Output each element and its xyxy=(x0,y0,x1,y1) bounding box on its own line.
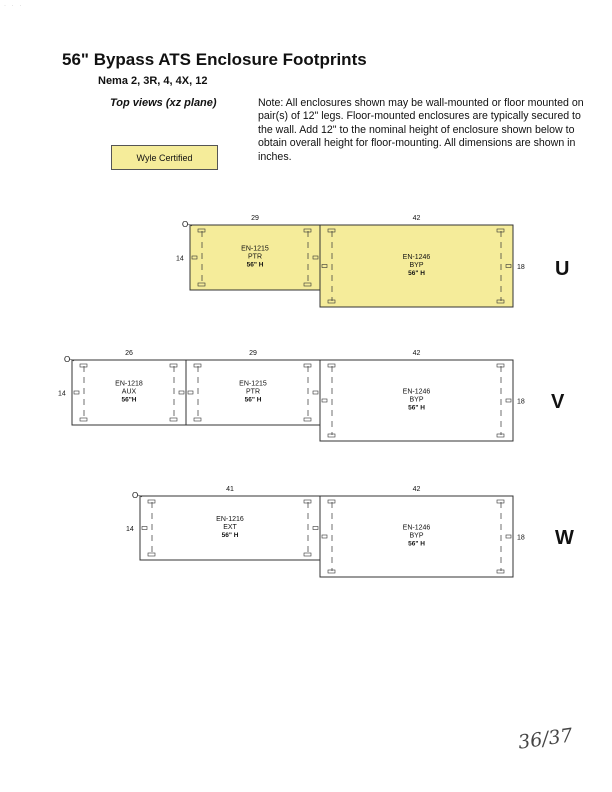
row-label: V xyxy=(551,391,565,413)
mounting-slot xyxy=(193,417,202,422)
side-knockout xyxy=(187,390,194,395)
origin-tick xyxy=(187,223,193,227)
enclosure-type: BYP xyxy=(409,533,423,540)
certification-badge: Wyle Certified xyxy=(111,145,218,170)
mounting-note: Note: All enclosures shown may be wall-m… xyxy=(258,97,584,163)
side-knockout xyxy=(178,390,185,395)
width-dimension: 26 xyxy=(125,350,133,357)
right-depth-dimension: 18 xyxy=(517,535,525,542)
mounting-slot xyxy=(303,552,312,557)
mounting-slot xyxy=(303,228,312,233)
mounting-slot xyxy=(303,363,312,368)
scan-mark: · · · xyxy=(4,3,24,9)
width-dimension: 41 xyxy=(226,486,234,493)
width-dimension: 42 xyxy=(413,486,421,493)
side-knockout xyxy=(505,398,512,403)
mounting-slot xyxy=(169,417,178,422)
mounting-slot xyxy=(193,363,202,368)
enclosure-model: EN-1246 xyxy=(403,389,431,396)
enclosure-model: EN-1246 xyxy=(403,254,431,261)
mounting-slot xyxy=(303,417,312,422)
enclosure-height: 56" H xyxy=(247,262,264,269)
side-knockout xyxy=(312,390,319,395)
mounting-slot xyxy=(327,433,336,438)
left-depth-dimension: 14 xyxy=(58,391,66,398)
mounting-slot xyxy=(496,569,505,574)
width-dimension: 42 xyxy=(413,215,421,222)
right-depth-dimension: 18 xyxy=(517,264,525,271)
mounting-slot xyxy=(303,282,312,287)
enclosure-type: BYP xyxy=(409,397,423,404)
mounting-slot xyxy=(197,282,206,287)
mounting-slot xyxy=(327,569,336,574)
mounting-slot xyxy=(303,499,312,504)
enclosure-model: EN-1216 xyxy=(216,516,244,523)
nema-ratings: Nema 2, 3R, 4, 4X, 12 xyxy=(98,75,208,87)
side-knockout xyxy=(191,255,198,260)
mounting-slot xyxy=(327,499,336,504)
enclosure-outline xyxy=(319,359,514,442)
enclosure-height: 56"H xyxy=(121,397,136,404)
right-depth-dimension: 18 xyxy=(517,399,525,406)
mounting-slot xyxy=(496,499,505,504)
views-label: Top views (xz plane) xyxy=(110,97,217,109)
origin-tick xyxy=(69,358,75,362)
enclosure-model: EN-1215 xyxy=(239,381,267,388)
width-dimension: 29 xyxy=(251,215,259,222)
enclosure-height: 56" H xyxy=(222,532,239,539)
enclosure-outline xyxy=(319,495,514,578)
mounting-slot xyxy=(197,228,206,233)
side-knockout xyxy=(312,526,319,530)
mounting-slot xyxy=(496,228,505,233)
side-knockout xyxy=(321,534,328,539)
side-knockout xyxy=(321,264,328,268)
enclosure-height: 56" H xyxy=(408,541,425,548)
mounting-slot xyxy=(169,363,178,368)
side-knockout xyxy=(312,255,319,260)
side-knockout xyxy=(505,264,512,268)
mounting-slot xyxy=(327,299,336,304)
enclosure-model: EN-1246 xyxy=(403,525,431,532)
enclosure-height: 56" H xyxy=(408,405,425,412)
enclosure-type: BYP xyxy=(409,262,423,269)
enclosure-type: AUX xyxy=(122,389,137,396)
enclosure-model: EN-1215 xyxy=(241,246,269,253)
mounting-slot xyxy=(147,499,156,504)
enclosure-model: EN-1218 xyxy=(115,381,143,388)
enclosure-type: PTR xyxy=(246,389,260,396)
origin-marker: O xyxy=(132,491,138,500)
mounting-slot xyxy=(496,299,505,304)
enclosure-height: 56" H xyxy=(408,270,425,277)
enclosure-type: PTR xyxy=(248,254,262,261)
row-label: W xyxy=(555,527,574,549)
page-title: 56" Bypass ATS Enclosure Footprints xyxy=(62,50,367,69)
enclosure-type: EXT xyxy=(223,524,237,531)
left-depth-dimension: 14 xyxy=(126,526,134,533)
mounting-slot xyxy=(79,417,88,422)
origin-marker: O xyxy=(64,355,70,364)
width-dimension: 42 xyxy=(413,350,421,357)
mounting-slot xyxy=(79,363,88,368)
side-knockout xyxy=(73,390,80,395)
mounting-slot xyxy=(327,363,336,368)
enclosure-outline xyxy=(319,224,514,308)
side-knockout xyxy=(505,534,512,539)
mounting-slot xyxy=(496,433,505,438)
width-dimension: 29 xyxy=(249,350,257,357)
enclosure-height: 56" H xyxy=(245,397,262,404)
mounting-slot xyxy=(496,363,505,368)
side-knockout xyxy=(321,398,328,403)
origin-tick xyxy=(137,494,143,498)
left-depth-dimension: 14 xyxy=(176,256,184,263)
origin-marker: O xyxy=(182,220,188,229)
mounting-slot xyxy=(327,228,336,233)
mounting-slot xyxy=(147,552,156,557)
row-label: U xyxy=(555,258,569,280)
side-knockout xyxy=(141,526,148,530)
